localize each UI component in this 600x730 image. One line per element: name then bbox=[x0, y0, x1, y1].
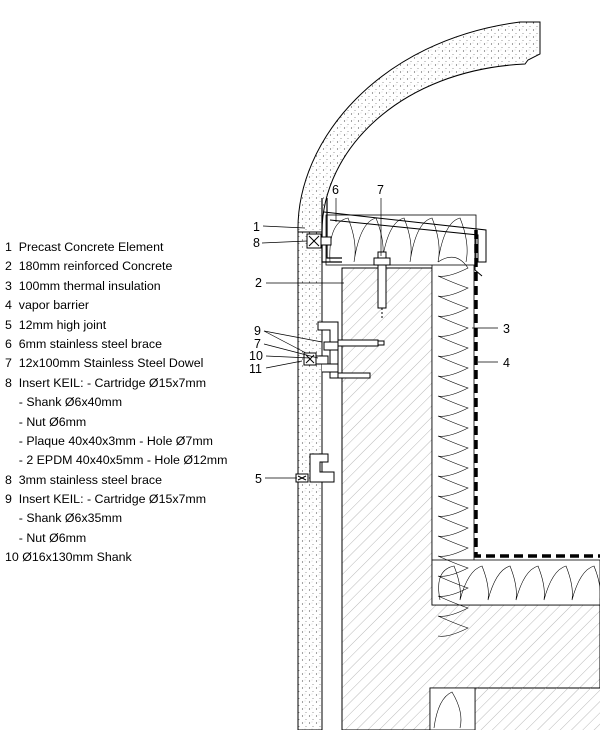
legend-item-9-shank: - Shank Ø6x35mm bbox=[5, 511, 123, 526]
legend-item-2: 2 180mm reinforced Concrete bbox=[5, 259, 173, 274]
stainless-steel-dowel bbox=[373, 251, 391, 318]
callout-2: 2 bbox=[255, 276, 262, 290]
callout-5: 5 bbox=[255, 472, 262, 486]
legend-item-8-shank: - Shank Ø6x40mm bbox=[5, 395, 123, 410]
legend-item-1: 1 Precast Concrete Element bbox=[5, 240, 164, 254]
callout-9: 9 bbox=[254, 324, 261, 338]
callout-numbers: 1 8 2 6 7 9 7 10 11 5 3 4 bbox=[249, 183, 510, 486]
stainless-steel-brace-top bbox=[321, 198, 342, 263]
legend-item-4: 4 vapor barrier bbox=[5, 298, 90, 313]
legend-item-8-plaque: - Plaque 40x40x3mm - Hole Ø7mm bbox=[5, 433, 213, 448]
keil-insert-mid bbox=[303, 321, 385, 379]
callout-8: 8 bbox=[253, 236, 260, 250]
callout-7: 7 bbox=[377, 183, 384, 197]
callout-3: 3 bbox=[503, 322, 510, 336]
legend-item-9-nut: - Nut Ø6mm bbox=[5, 530, 87, 545]
legend-item-6: 6 6mm stainless steel brace bbox=[5, 336, 163, 351]
legend-item-8-brace: 8 3mm stainless steel brace bbox=[5, 472, 163, 487]
callout-7b: 7 bbox=[254, 337, 261, 351]
leader-lines bbox=[261, 198, 498, 479]
legend-item-3: 3 100mm thermal insulation bbox=[5, 278, 161, 293]
callout-4: 4 bbox=[503, 356, 510, 370]
legend-item-8-nut: - Nut Ø6mm bbox=[5, 414, 87, 429]
legend-item-8: 8 Insert KEIL: - Cartridge Ø15x7mm bbox=[5, 375, 207, 390]
thermal-insulation bbox=[325, 214, 600, 730]
legend-item-7: 7 12x100mm Stainless Steel Dowel bbox=[5, 356, 204, 371]
vapor-barrier bbox=[474, 230, 600, 558]
legend-list: 1 Precast Concrete Element 2 180mm reinf… bbox=[5, 238, 227, 568]
callout-11: 11 bbox=[249, 362, 262, 376]
callout-1: 1 bbox=[253, 220, 260, 234]
legend-item-8-epdm: - 2 EPDM 40x40x5mm - Hole Ø12mm bbox=[5, 453, 228, 468]
callout-10: 10 bbox=[249, 349, 263, 363]
legend-item-10: 10 Ø16x130mm Shank bbox=[5, 550, 132, 565]
callout-6: 6 bbox=[332, 183, 339, 197]
legend-item-5: 5 12mm high joint bbox=[5, 317, 107, 332]
legend-item-9: 9 Insert KEIL: - Cartridge Ø15x7mm bbox=[5, 492, 207, 507]
coping-flashing bbox=[323, 211, 487, 277]
